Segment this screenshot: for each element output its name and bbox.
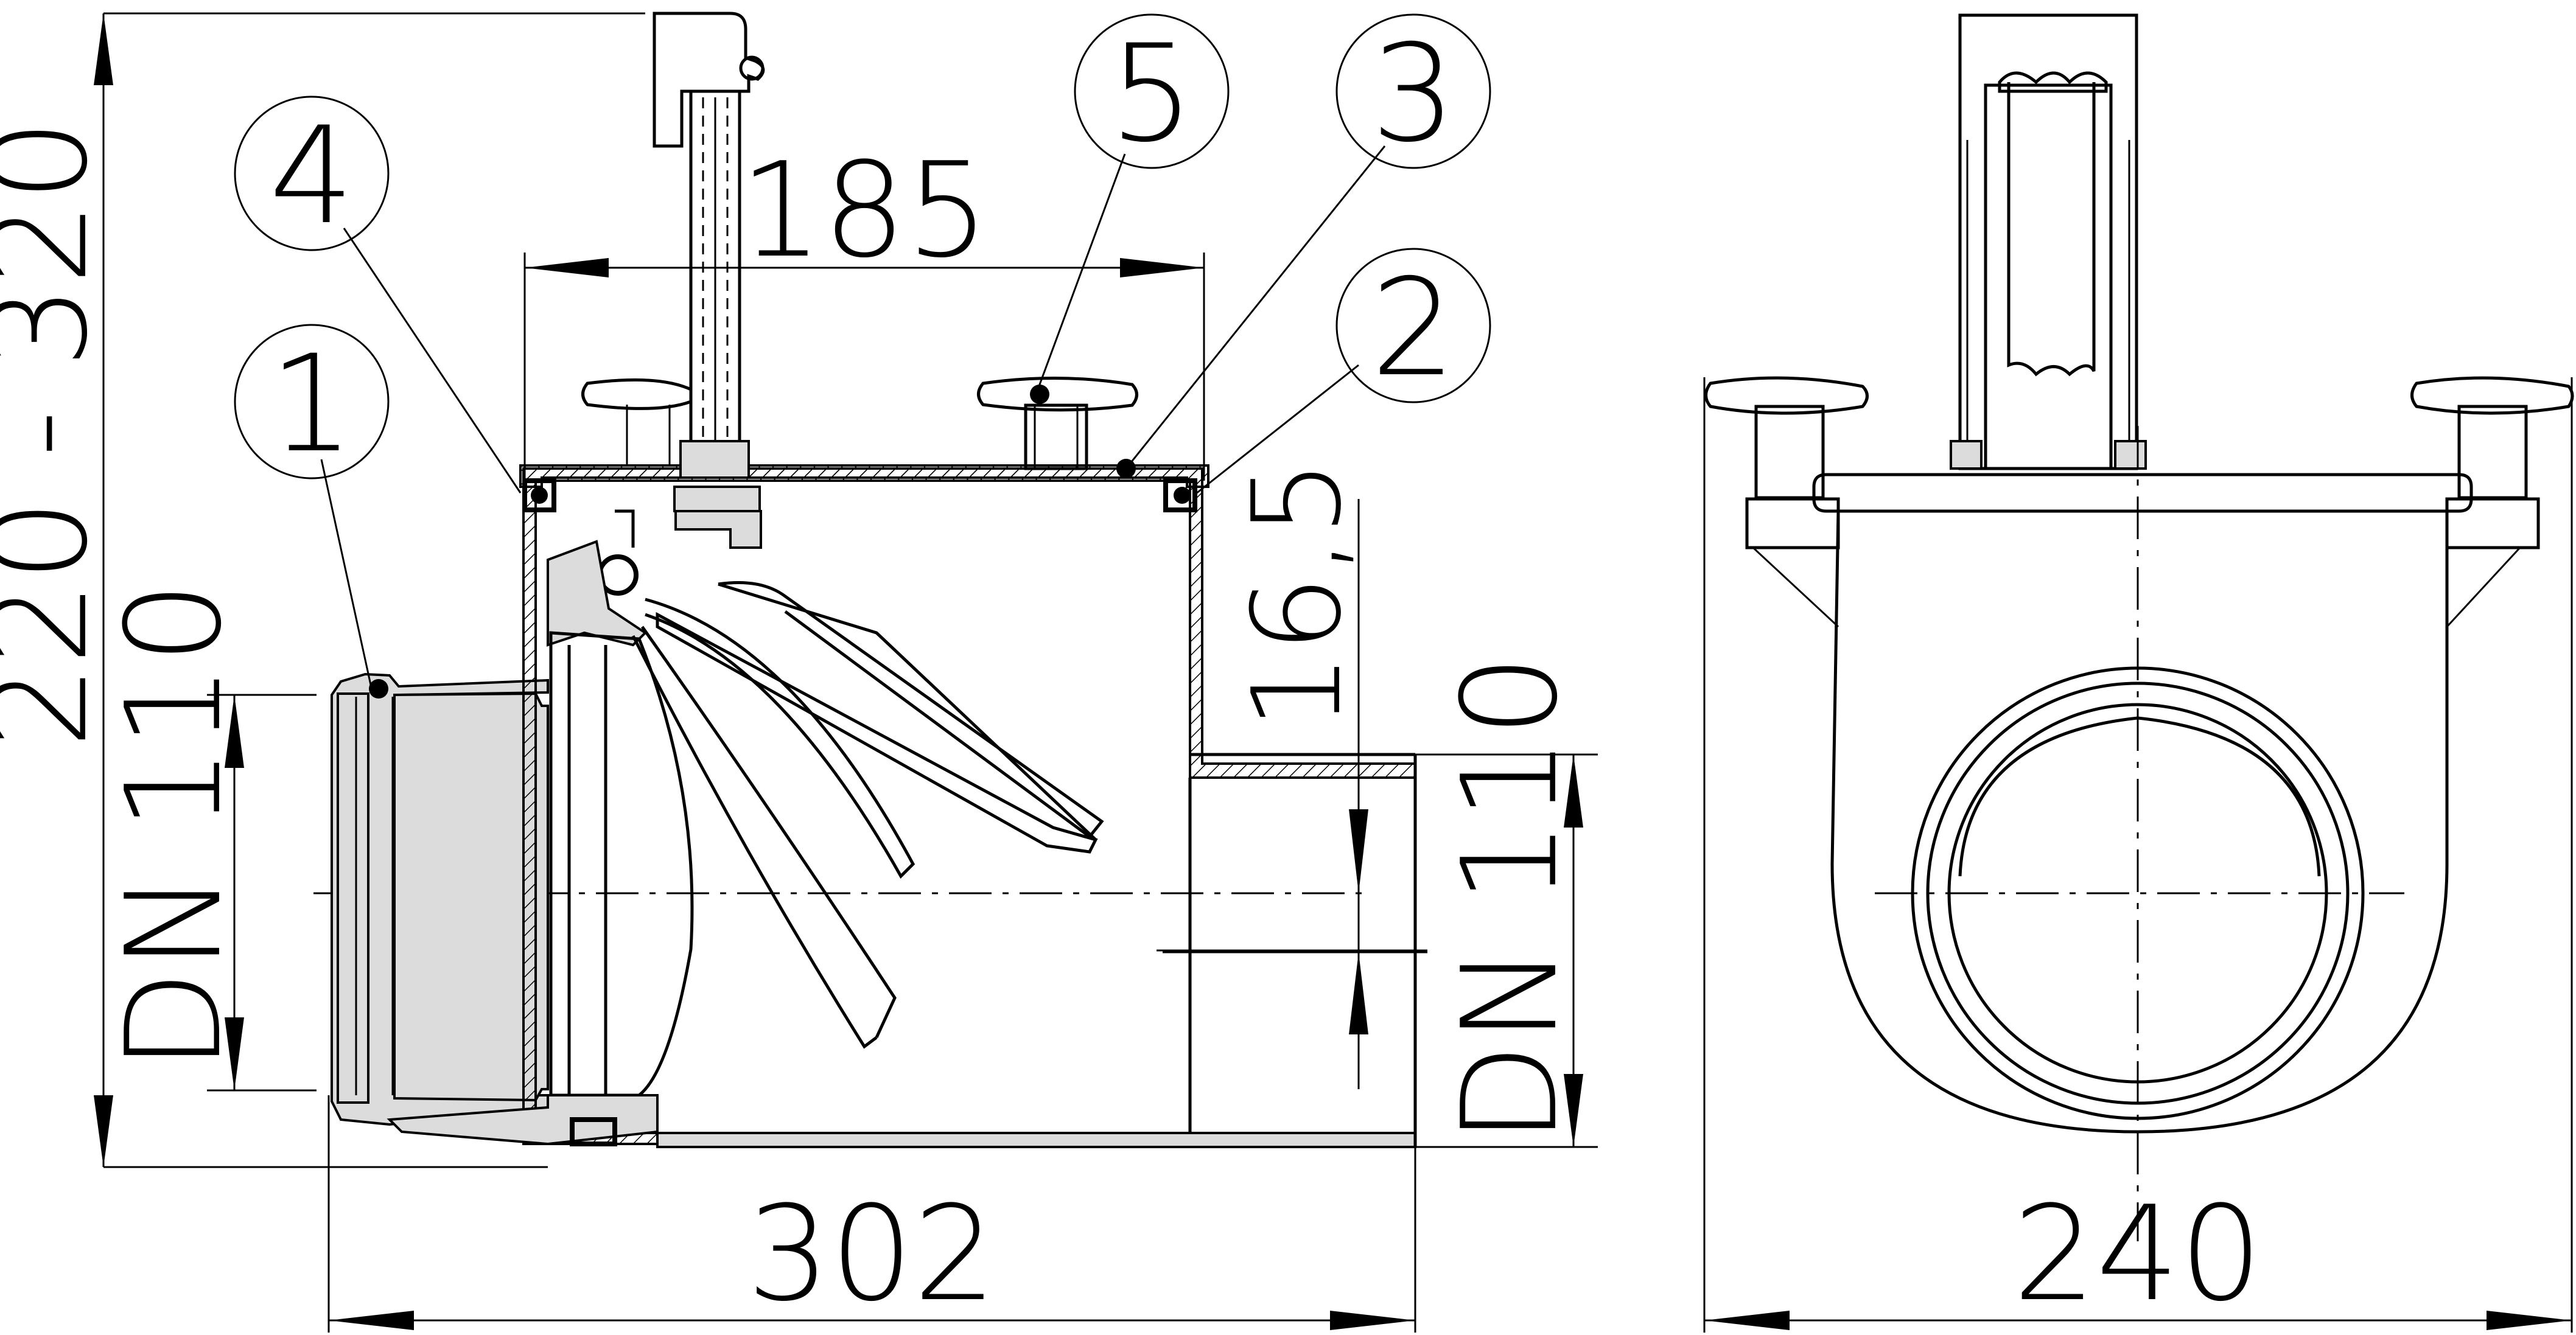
outlet-dn-dimension-line [1415, 753, 1598, 1148]
inlet-socket [331, 672, 549, 1126]
outlet-spigot [1190, 753, 1417, 1147]
handle-rod [581, 12, 765, 549]
overall-length-dimension-label: 302 [747, 1177, 996, 1330]
top-width-dimension-line [523, 253, 1205, 481]
callout-2: 2 [1335, 248, 1491, 406]
callout-4-label: 4 [269, 98, 354, 254]
front-width-dimension-line [1703, 377, 2573, 1333]
inlet-dn-label: DN 110 [97, 581, 250, 1071]
inlet-dn-dimension-line [207, 694, 317, 1092]
overall-length-dimension-line [327, 1095, 1416, 1333]
callout-1: 1 [234, 324, 390, 482]
offset-dimension-line [1163, 499, 1427, 1089]
side-view: 220 - 320 DN 110 185 302 [0, 12, 1598, 1333]
callout-1-label: 1 [269, 326, 354, 482]
callout-5: 5 [1074, 13, 1230, 172]
front-handle-frame [1950, 13, 2147, 470]
offset-dimension-label: 16,5 [1227, 459, 1368, 730]
front-width-dimension-label: 240 [2013, 1177, 2263, 1330]
callout-4: 4 [234, 96, 390, 254]
callout-3-label: 3 [1371, 16, 1456, 172]
screw-knob [977, 377, 1138, 470]
callout-5-label: 5 [1109, 16, 1194, 172]
top-width-dimension-label: 185 [740, 134, 989, 287]
callout-3: 3 [1335, 13, 1491, 172]
callout-2-label: 2 [1371, 250, 1456, 406]
height-dimension-label: 220 - 320 [0, 119, 116, 748]
front-housing [1704, 376, 2574, 1134]
callout-leaders [320, 145, 1386, 699]
flap-mechanism [387, 509, 1104, 1146]
height-dimension-line [94, 12, 645, 1168]
front-view: 240 [1703, 13, 2574, 1333]
valve-housing [519, 464, 1427, 1148]
outlet-dn-label: DN 110 [1433, 654, 1586, 1144]
